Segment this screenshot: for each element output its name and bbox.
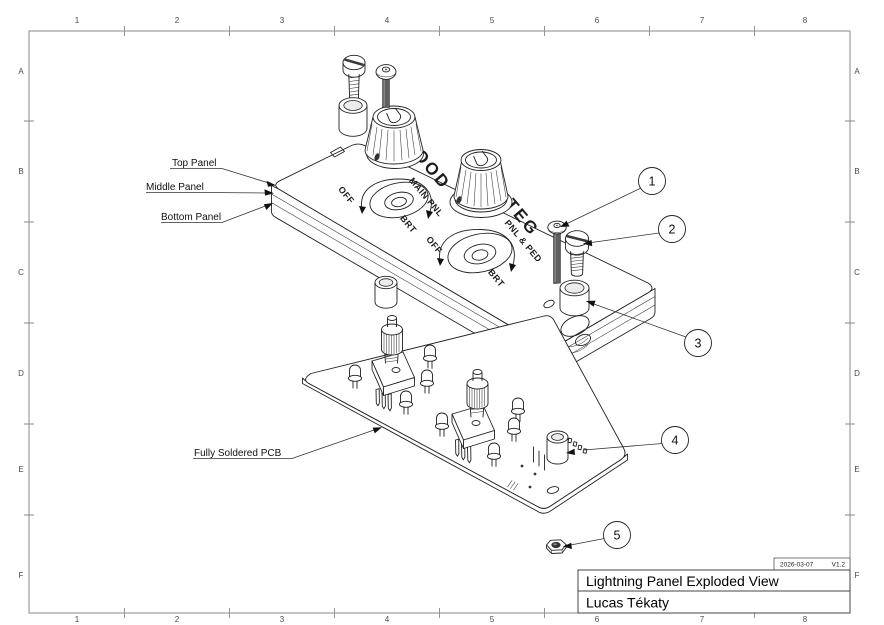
- grid-col-label: 3: [280, 615, 285, 624]
- led: [510, 397, 526, 422]
- grid-col-label: 4: [385, 16, 390, 25]
- grid-col-label: 1: [75, 615, 80, 624]
- grid-row-labels-left: A B C D E F: [18, 67, 24, 580]
- panel-notch: [330, 146, 345, 158]
- label-top-panel: Top Panel: [172, 158, 216, 169]
- led: [506, 417, 522, 442]
- grid-row-label: F: [855, 571, 860, 580]
- pcb: [302, 315, 628, 514]
- screw-slotted-left: [342, 54, 366, 100]
- grid-row-label: B: [854, 167, 859, 176]
- callout-2: 2: [658, 215, 686, 243]
- screw-long: [547, 220, 567, 284]
- border-grid: 1 2 3 4 5 6 7 8 1 2 3 4 5 6 7 8 A B C D …: [18, 16, 860, 624]
- grid-row-label: F: [19, 571, 24, 580]
- grid-row-label: C: [854, 268, 860, 277]
- grid-col-label: 7: [700, 615, 705, 624]
- knob-indicator: [386, 107, 402, 124]
- led: [419, 369, 435, 394]
- callout-number: 4: [672, 434, 679, 448]
- grid-col-label: 1: [75, 16, 80, 25]
- grid-col-label: 2: [175, 615, 180, 624]
- grid-row-label: E: [18, 465, 23, 474]
- pcb-small-parts: [507, 437, 588, 494]
- panel-top-face: [275, 143, 653, 348]
- grid-row-label: E: [854, 465, 859, 474]
- callout-number: 2: [669, 223, 676, 237]
- grid-ticks: [24, 26, 855, 618]
- dial-right: [437, 229, 516, 274]
- grid-row-label: D: [18, 369, 24, 378]
- grid-column-labels-bottom: 1 2 3 4 5 6 7 8: [75, 615, 808, 624]
- spacer-middle: [374, 275, 398, 309]
- knob-right: [449, 149, 513, 218]
- potentiometer-left: [371, 315, 415, 412]
- panel-hole: [543, 299, 555, 309]
- grid-row-label: B: [18, 167, 23, 176]
- pcb-standoff: [546, 430, 569, 465]
- grid-col-label: 7: [700, 16, 705, 25]
- led: [398, 390, 414, 415]
- screw-button-head: [375, 64, 397, 108]
- knob-indicator: [473, 150, 489, 167]
- grid-col-label: 8: [803, 16, 808, 25]
- dial-left: [359, 178, 433, 219]
- title-block-date: 2026-03-07: [780, 562, 814, 569]
- grid-row-label: A: [854, 67, 860, 76]
- led: [434, 412, 450, 437]
- callout-4: 4: [661, 426, 689, 454]
- led: [422, 344, 438, 369]
- potentiometer-right: [451, 369, 495, 464]
- grid-row-labels-right: A B C D E F: [854, 67, 860, 580]
- grid-column-labels-top: 1 2 3 4 5 6 7 8: [75, 16, 808, 25]
- label-bottom-panel: Bottom Panel: [161, 212, 221, 223]
- callout-number: 5: [614, 529, 621, 543]
- grid-col-label: 4: [385, 615, 390, 624]
- grid-col-label: 2: [175, 16, 180, 25]
- title-block-author: Lucas Tékaty: [586, 595, 669, 611]
- callout-5: 5: [603, 521, 631, 549]
- label-middle-panel: Middle Panel: [146, 182, 204, 193]
- led: [347, 364, 363, 389]
- callouts: 1 2 3 4 5: [560, 167, 712, 549]
- knob-left: [364, 105, 424, 169]
- label-pcb: Fully Soldered PCB: [194, 448, 282, 459]
- callout-3: 3: [684, 329, 712, 357]
- screw-slot: [566, 234, 588, 243]
- callout-1: 1: [638, 167, 666, 195]
- screw-slot: [344, 58, 364, 66]
- grid-col-label: 6: [595, 615, 600, 624]
- title-block-version: V1.2: [832, 562, 846, 569]
- grid-col-label: 8: [803, 615, 808, 624]
- callout-number: 1: [649, 175, 656, 189]
- hex-nut: [546, 539, 567, 554]
- grid-row-label: C: [18, 268, 24, 277]
- grid-row-label: A: [18, 67, 24, 76]
- title-block-title: Lightning Panel Exploded View: [586, 573, 780, 589]
- grid-col-label: 5: [490, 615, 495, 624]
- author-row: [577, 590, 851, 614]
- spacer-left: [338, 97, 368, 137]
- grid-col-label: 5: [490, 16, 495, 25]
- title-block: 2026-03-07 V1.2 Lightning Panel Exploded…: [577, 557, 851, 614]
- led: [486, 442, 502, 467]
- grid-col-label: 6: [595, 16, 600, 25]
- callout-number: 3: [695, 337, 702, 351]
- led-components: [347, 344, 526, 467]
- screw-slotted-right: [565, 230, 589, 277]
- grid-row-label: D: [854, 369, 860, 378]
- grid-col-label: 3: [280, 16, 285, 25]
- annotation-labels: Top Panel Middle Panel Bottom Panel Full…: [146, 158, 382, 459]
- spacer-right: [559, 279, 590, 317]
